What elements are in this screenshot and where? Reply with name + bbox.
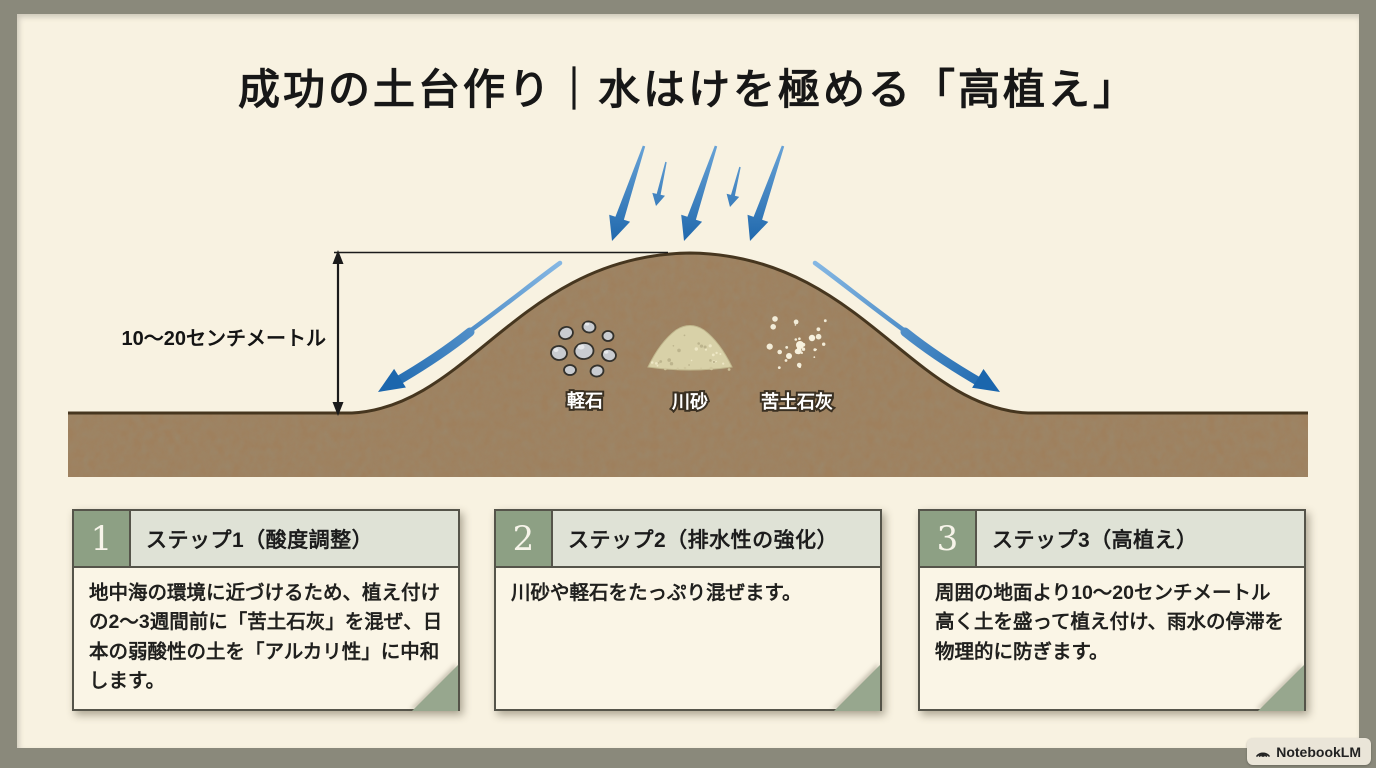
step-card-3-header: 3 ステップ3（高植え）: [920, 511, 1304, 568]
step-body: 川砂や軽石をたっぷり混ぜます。: [496, 568, 880, 711]
step-body-text: 周囲の地面より10〜20センチメートル高く土を盛って植え付け、雨水の停滞を物理的…: [935, 582, 1285, 663]
step-body-text: 川砂や軽石をたっぷり混ぜます。: [511, 582, 802, 604]
step-card-1: 1 ステップ1（酸度調整） 地中海の環境に近づけるため、植え付けの2〜3週間前に…: [72, 509, 460, 711]
step-body-text: 地中海の環境に近づけるため、植え付けの2〜3週間前に「苦土石灰」を混ぜ、日本の弱…: [89, 582, 443, 692]
step-title: ステップ3（高植え）: [992, 528, 1198, 552]
step-number-badge: 1: [74, 511, 131, 566]
step-card-3: 3 ステップ3（高植え） 周囲の地面より10〜20センチメートル高く土を盛って植…: [918, 509, 1306, 711]
step-card-1-header: 1 ステップ1（酸度調整）: [74, 511, 458, 568]
step-card-2-header: 2 ステップ2（排水性の強化）: [496, 511, 880, 568]
step-number-badge: 3: [920, 511, 977, 566]
step-body: 地中海の環境に近づけるため、植え付けの2〜3週間前に「苦土石灰」を混ぜ、日本の弱…: [74, 568, 458, 711]
notebooklm-label: NotebookLM: [1276, 743, 1361, 760]
steps-row: 1 ステップ1（酸度調整） 地中海の環境に近づけるため、植え付けの2〜3週間前に…: [0, 509, 1376, 712]
step-number-badge: 2: [496, 511, 553, 566]
card-fold-corner: [834, 665, 880, 711]
step-title: ステップ1（酸度調整）: [146, 528, 374, 552]
page-title: 成功の土台作り｜水はけを極める「高植え」: [237, 66, 1138, 113]
card-fold-corner: [412, 665, 458, 711]
card-fold-corner: [1258, 665, 1304, 711]
step-body: 周囲の地面より10〜20センチメートル高く土を盛って植え付け、雨水の停滞を物理的…: [920, 568, 1304, 711]
step-title: ステップ2（排水性の強化）: [568, 528, 839, 552]
notebooklm-badge: NotebookLM: [1247, 738, 1371, 765]
step-card-2: 2 ステップ2（排水性の強化） 川砂や軽石をたっぷり混ぜます。: [494, 509, 882, 711]
notebooklm-icon: [1255, 745, 1271, 759]
